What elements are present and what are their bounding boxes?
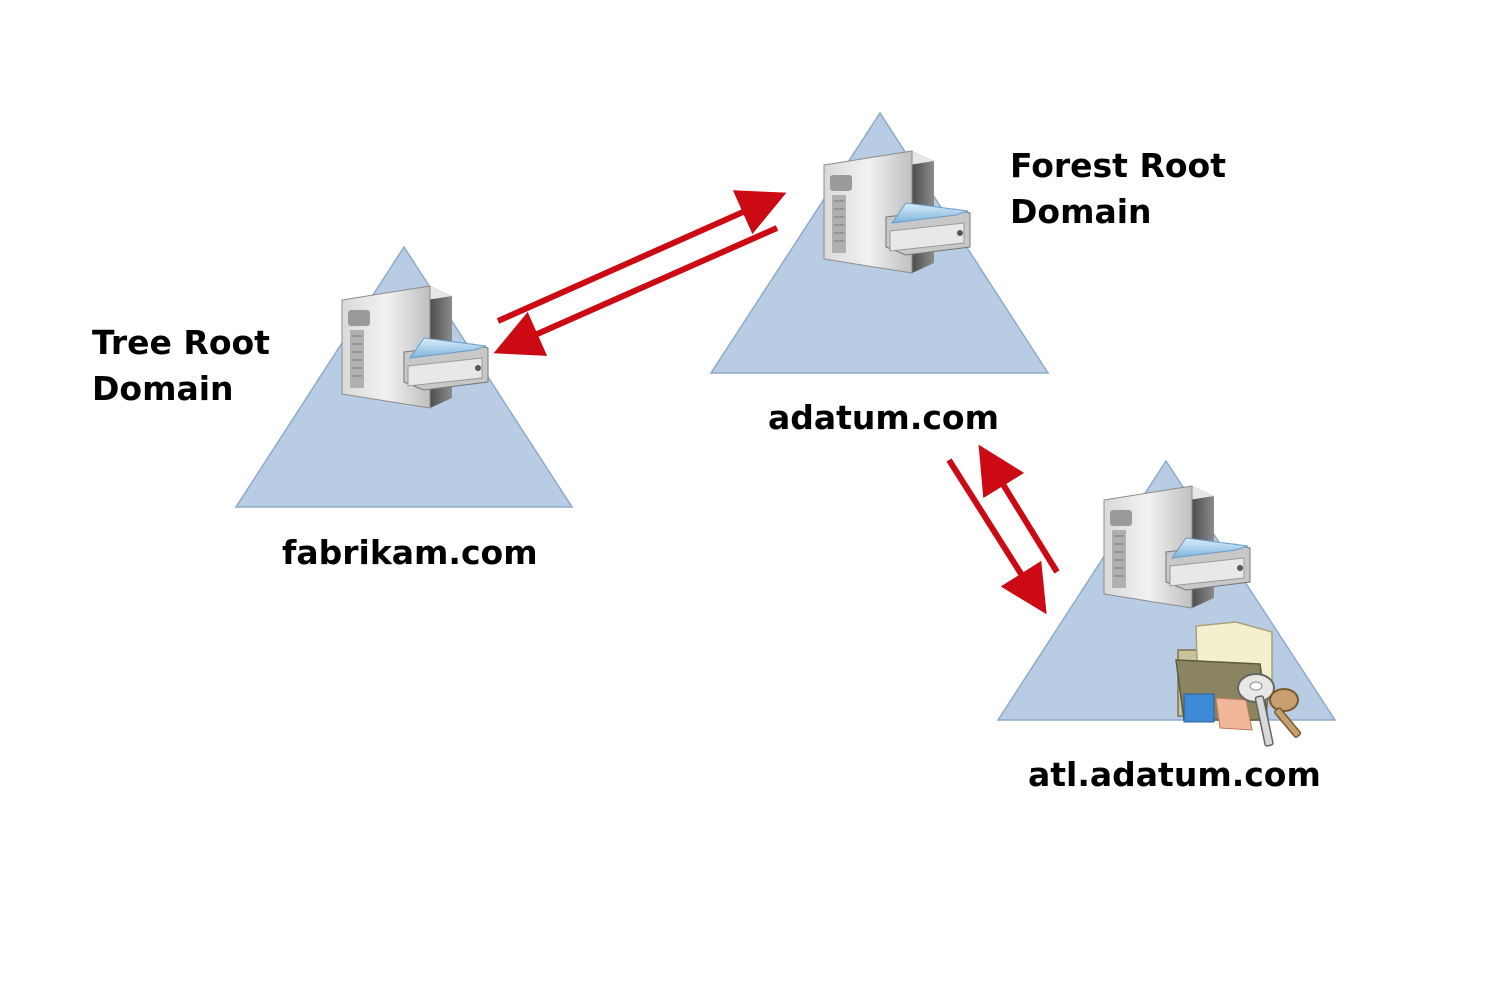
- trust-arrows-adatum-atl: [946, 444, 1060, 615]
- domain-name-atl: atl.adatum.com: [1028, 755, 1321, 794]
- arrow-fabrikam-to-adatum: [496, 190, 787, 324]
- tree-root-label-line2: Domain: [92, 369, 234, 408]
- tree-root-label: Tree Root Domain: [92, 320, 270, 412]
- folder-keys-icon: [1175, 621, 1302, 747]
- tree-root-label-line1: Tree Root: [92, 323, 270, 362]
- domain-name-fabrikam: fabrikam.com: [282, 533, 538, 572]
- arrow-adatum-to-fabrikam: [493, 225, 779, 356]
- trust-arrows-fabrikam-adatum: [493, 190, 787, 356]
- forest-root-label-line2: Domain: [1010, 192, 1152, 231]
- forest-root-label-line1: Forest Root: [1010, 146, 1226, 185]
- domain-name-adatum: adatum.com: [768, 398, 999, 437]
- forest-root-label: Forest Root Domain: [1010, 143, 1226, 235]
- arrow-adatum-to-atl: [946, 458, 1047, 615]
- arrow-atl-to-adatum: [978, 444, 1060, 574]
